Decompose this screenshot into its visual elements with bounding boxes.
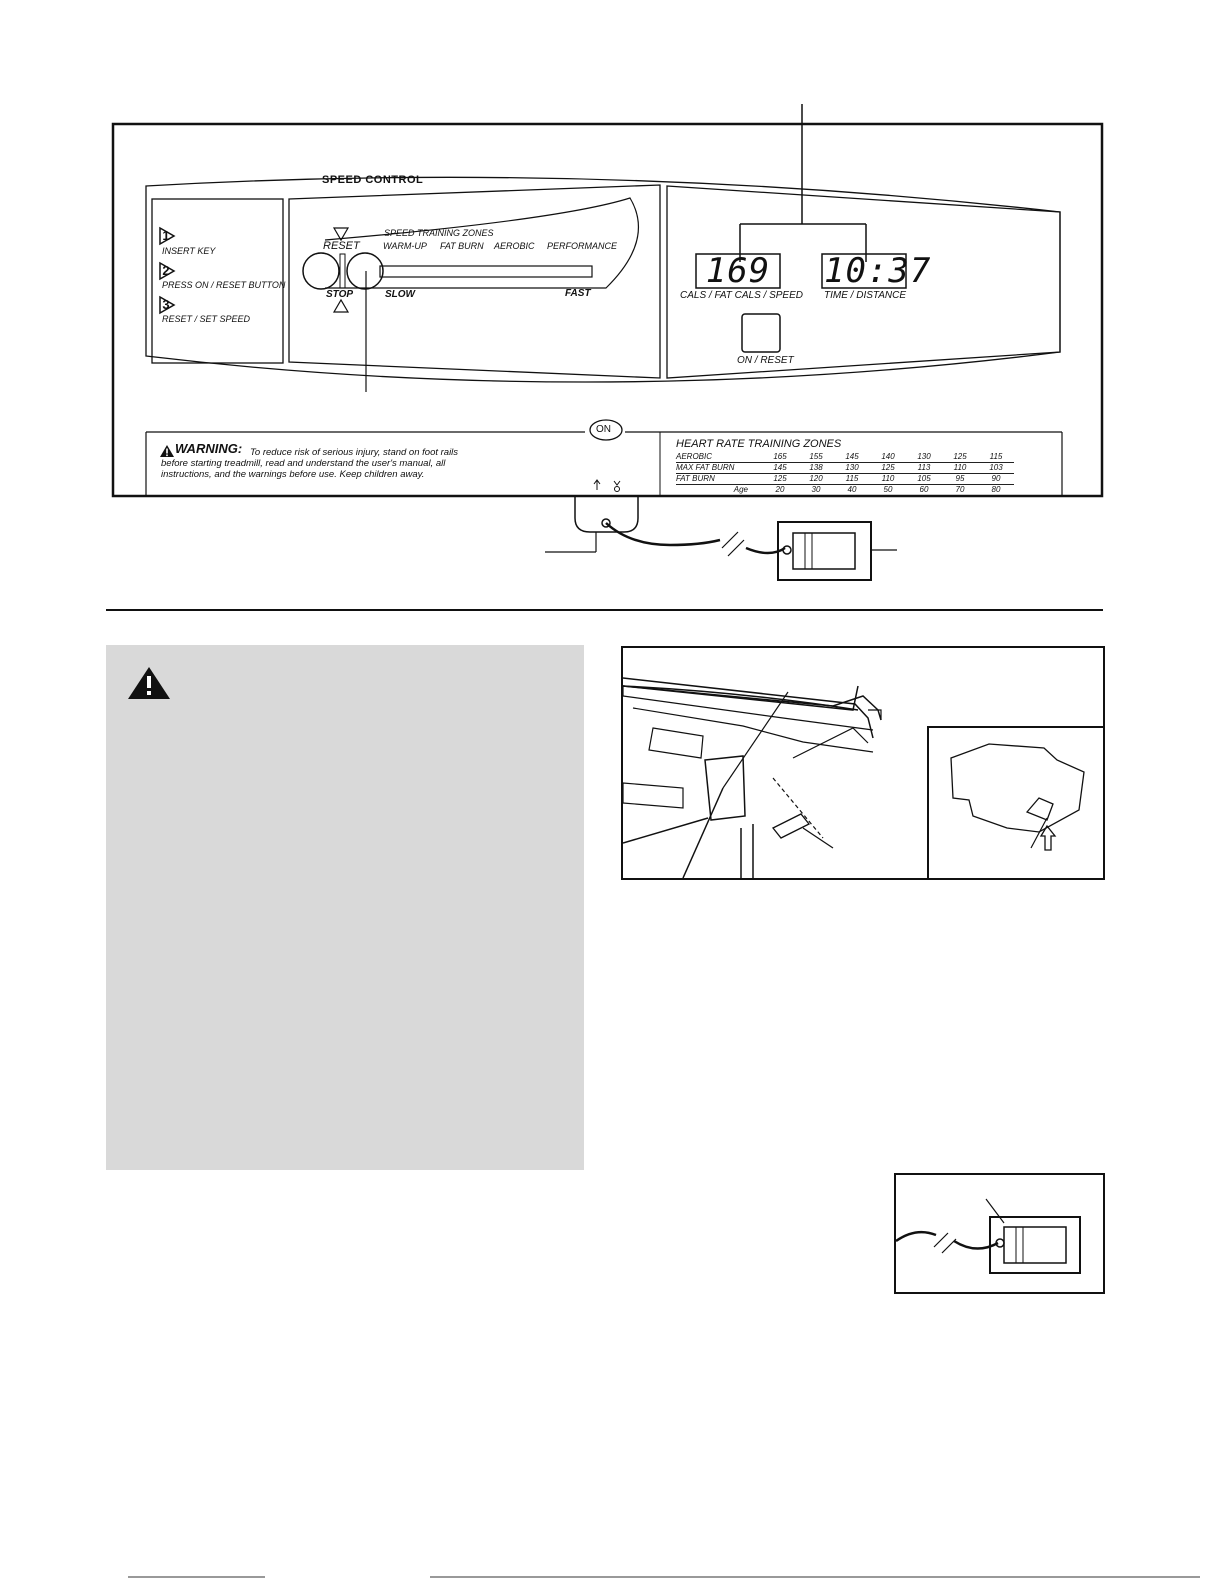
hr-cell: 115 [834, 473, 870, 485]
hr-spacer [748, 462, 762, 474]
hr-cell: 105 [906, 473, 942, 485]
clip-detail-figure [927, 726, 1105, 880]
hr-cell: 103 [978, 462, 1014, 474]
zone-warm-up: WARM-UP [383, 241, 427, 251]
hr-cell: 138 [798, 462, 834, 474]
right-display-label: TIME / DISTANCE [824, 290, 907, 301]
hr-spacer [748, 452, 762, 463]
hr-row-label: Age [733, 485, 748, 494]
console-frame [111, 122, 1104, 498]
speed-control-panel [288, 184, 661, 379]
warning-icon [160, 444, 174, 462]
clip-figure [894, 1173, 1105, 1294]
hr-cell: 145 [834, 452, 870, 463]
slow-label: SLOW [385, 289, 415, 300]
hr-cell: 80 [991, 485, 1001, 494]
speed-control-title: SPEED CONTROL [322, 174, 424, 186]
hr-cell: 90 [978, 473, 1014, 485]
step-1-label: INSERT KEY [162, 246, 216, 256]
hr-cell: 125 [870, 462, 906, 474]
zone-fat-burn: FAT BURN [440, 241, 484, 251]
stop-label: STOP [326, 289, 354, 300]
step-3-label: RESET / SET SPEED [162, 314, 251, 324]
console-underside-drawing [623, 677, 882, 878]
hr-cell: 115 [978, 452, 1014, 463]
right-display-value: 10:37 [824, 251, 932, 291]
zones-title: SPEED TRAINING ZONES [384, 228, 494, 238]
left-display-label: CALS / FAT CALS / SPEED [680, 290, 803, 301]
hr-title: HEART RATE TRAINING ZONES [676, 438, 842, 450]
step-1-icon [159, 226, 176, 246]
key-holder [574, 496, 639, 533]
hr-cell: 130 [834, 462, 870, 474]
fast-label: FAST [565, 288, 591, 299]
warning-box [106, 645, 584, 1170]
on-indicator-label: ON [596, 424, 611, 435]
hr-cell: 110 [942, 462, 978, 474]
hr-row-aerobic: AEROBIC 165 155 145 140 130 125 115 [676, 452, 1014, 463]
hr-row-max-fat-burn: MAX FAT BURN 145 138 130 125 113 110 103 [676, 462, 1014, 474]
clip-detail-drawing [950, 743, 1085, 851]
hr-cell: 165 [762, 452, 798, 463]
hr-spacer [748, 473, 762, 485]
hr-row-age: Age 20 30 40 50 60 70 80 [676, 485, 1014, 496]
right-display-frame [821, 253, 907, 289]
hr-cell: 113 [906, 462, 942, 474]
hr-table: AEROBIC 165 155 145 140 130 125 115 MAX … [676, 452, 1014, 495]
hr-cell: 50 [883, 485, 893, 494]
hr-cell: 20 [775, 485, 785, 494]
hr-row-fat-burn: FAT BURN 125 120 115 110 105 95 90 [676, 473, 1014, 485]
hr-cell: 145 [762, 462, 798, 474]
hr-cell: 30 [811, 485, 821, 494]
hr-cell: 125 [942, 452, 978, 463]
hr-cell: 40 [847, 485, 857, 494]
steps-panel [151, 198, 284, 364]
on-indicator-shape [589, 419, 623, 441]
step-2-icon [159, 261, 176, 281]
hr-row-label: MAX FAT BURN [676, 462, 748, 474]
warning-line-2: before starting treadmill, read and unde… [161, 458, 446, 469]
hr-cell: 155 [798, 452, 834, 463]
on-reset-label: ON / RESET [737, 355, 794, 366]
warning-line-3: instructions, and the warnings before us… [161, 469, 425, 480]
step-2-label: PRESS ON / RESET BUTTON [162, 280, 286, 290]
hr-cell: 125 [762, 473, 798, 485]
on-reset-button[interactable] [742, 314, 780, 352]
hr-spacer [748, 485, 762, 496]
hr-cell: 120 [798, 473, 834, 485]
zone-performance: PERFORMANCE [547, 241, 618, 251]
warning-triangle-icon [128, 667, 170, 699]
step-2: 2 [158, 261, 178, 286]
clip-shape [777, 521, 872, 581]
hr-cell: 70 [955, 485, 965, 494]
display-panel [666, 185, 1061, 379]
clip-figure-drawing [896, 1198, 1081, 1274]
hr-row-label: FAT BURN [676, 473, 748, 485]
hr-cell: 140 [870, 452, 906, 463]
speed-knob-shape [346, 252, 384, 290]
warning-line-1: To reduce risk of serious injury, stand … [250, 447, 459, 458]
zone-aerobic: AEROBIC [494, 241, 535, 251]
hr-cell: 60 [919, 485, 929, 494]
stop-button-shape [302, 252, 340, 290]
step-1: 1 [158, 226, 178, 251]
step-3-icon [159, 295, 176, 315]
step-3: 3 [158, 295, 178, 320]
left-display-value: 169 [705, 251, 771, 291]
on-reset-button-shape [741, 313, 781, 353]
hr-cell: 130 [906, 452, 942, 463]
reset-label: RESET [323, 240, 360, 252]
hr-cell: 95 [942, 473, 978, 485]
warning-title: WARNING: [175, 441, 243, 456]
slider-track [379, 265, 593, 278]
hr-row-label: AEROBIC [676, 452, 748, 463]
left-display-frame [695, 253, 781, 289]
hr-cell: 110 [870, 473, 906, 485]
